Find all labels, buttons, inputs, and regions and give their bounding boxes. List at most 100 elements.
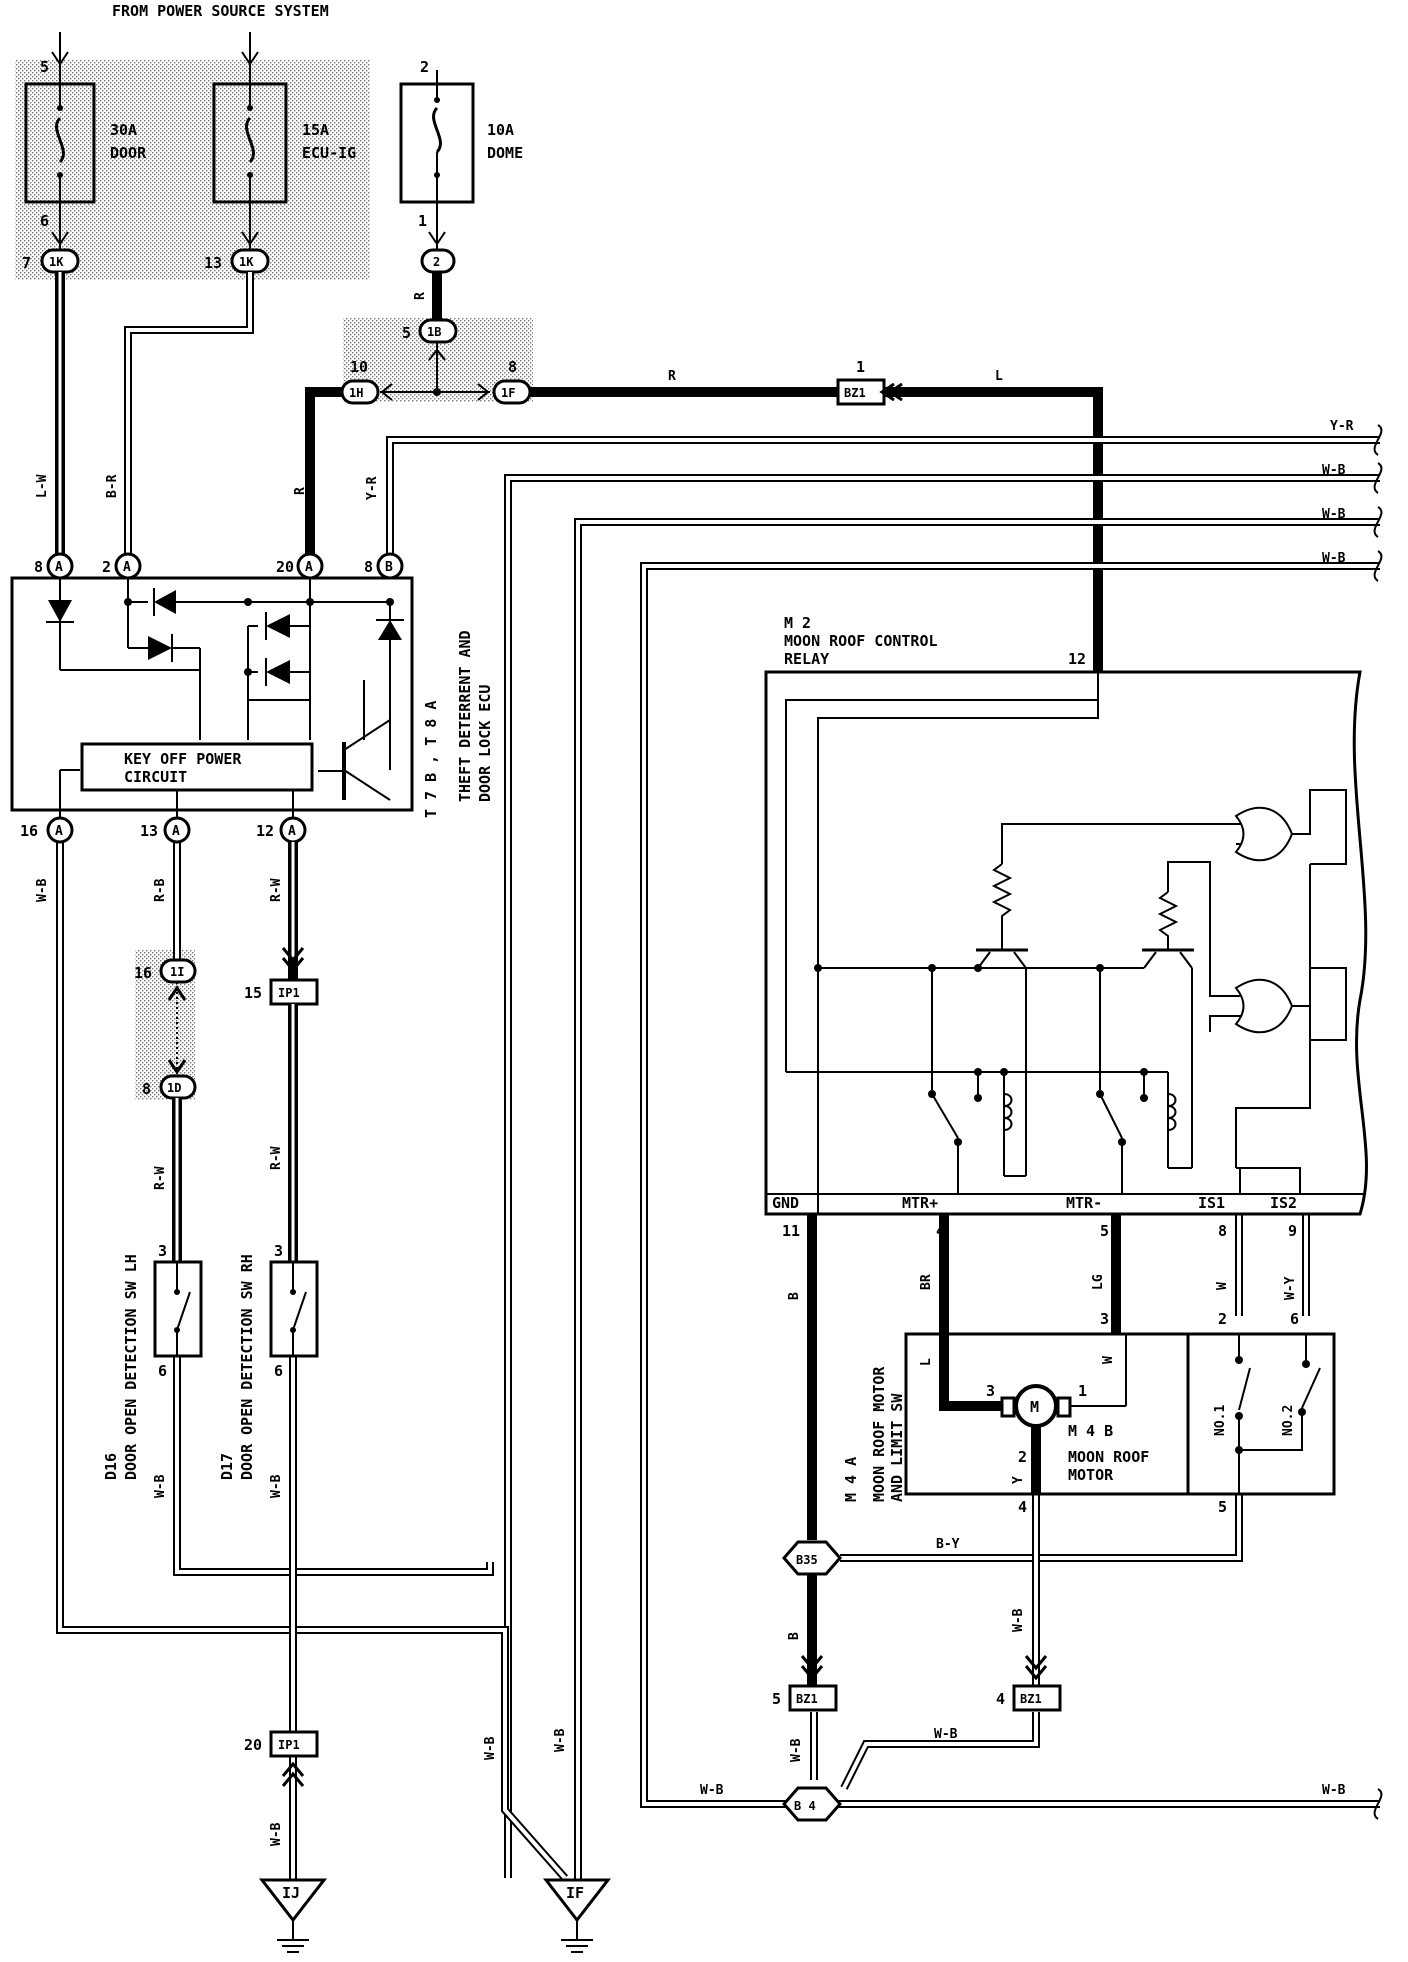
motor-switch1: NO.1: [1213, 1405, 1228, 1436]
ecu-pin-16a-conn: A: [55, 824, 63, 839]
wire-label-lg: LG: [1091, 1274, 1106, 1290]
motor-pin-3b: 3: [1100, 1310, 1109, 1328]
connector-bz1-top: [836, 378, 886, 406]
connector-1b-pin: 5: [402, 324, 411, 342]
ecu-pin-8b-conn: B: [385, 560, 393, 575]
fuse-30a-name: DOOR: [110, 144, 147, 162]
relay-pin-5: 5: [1100, 1222, 1109, 1240]
wire-label-l1: L: [995, 369, 1003, 384]
connector-1i-pin: 16: [134, 964, 152, 982]
wire-label-wb-right1: W-B: [1322, 463, 1346, 478]
motor-pin-5: 5: [1218, 1498, 1227, 1516]
fuse-30a-pin-in: 5: [40, 58, 49, 76]
connector-1d-id: 1D: [167, 1081, 181, 1095]
motor-block: [904, 1332, 1336, 1496]
connector-bz1-top-pin: 1: [856, 358, 865, 376]
ecu-pin-20a-conn: A: [305, 560, 313, 575]
motor-symbol: M: [1030, 1398, 1039, 1416]
motor-pin-3a: 3: [986, 1382, 995, 1400]
relay-pin-in: 12: [1068, 650, 1086, 668]
ecu-pin-8a-num: 8: [34, 558, 43, 576]
wire-label-b1: B: [787, 1292, 802, 1300]
wire-1h-to-ecu: [305, 387, 342, 560]
connector-ip1-top-id: IP1: [278, 986, 300, 1000]
fuse-10a-pin-out: 1: [418, 212, 427, 230]
ecu-body: [10, 576, 414, 820]
switch-d17: [269, 1260, 319, 1358]
connector-bz1-left-id: BZ1: [796, 1692, 818, 1706]
switch-d17-label: DOOR OPEN DETECTION SW RH: [238, 1254, 256, 1480]
motor-pin-2b: 2: [1018, 1448, 1027, 1466]
ecu-pin-16a-num: 16: [20, 822, 38, 840]
wire-label-wb-left: W-B: [35, 878, 50, 902]
ecu-circuit-line2: CIRCUIT: [124, 768, 187, 786]
wire-label-br2: BR: [919, 1274, 934, 1290]
ecu-pin-8a-conn: A: [55, 560, 63, 575]
ecu-pins-top: [46, 552, 404, 580]
connector-b4: [782, 1786, 842, 1822]
fuse-30a-pin-out: 6: [40, 212, 49, 230]
connector-1h-pin: 10: [350, 358, 368, 376]
wire-label-wb-bz1c: W-B: [789, 1738, 804, 1762]
motor-switch2: NO.2: [1281, 1405, 1296, 1436]
wire-label-y: Y: [1011, 1476, 1026, 1484]
connector-bz1-right: [1012, 1684, 1062, 1712]
ecu-pin-2a-conn: A: [123, 560, 131, 575]
wire-label-b2: B: [787, 1632, 802, 1640]
connector-b4-id: B 4: [794, 1799, 816, 1813]
ecu-pin-20a-num: 20: [276, 558, 294, 576]
wire-label-wb-b4: W-B: [700, 1783, 724, 1798]
ecu-pin-12a-num: 12: [256, 822, 274, 840]
motor-label-b2: MOTOR: [1068, 1466, 1114, 1484]
wire-label-wb-bz1: W-B: [1011, 1608, 1026, 1632]
ecu-pins-bottom: [46, 816, 307, 844]
connector-b35: [782, 1540, 842, 1576]
connector-1k-b-pin: 13: [204, 254, 222, 272]
switch-d16-pin-top: 3: [158, 1242, 167, 1260]
relay-line1: MOON ROOF CONTROL: [784, 632, 938, 650]
relay-term-gnd: GND: [772, 1194, 799, 1212]
wire-label-rw1: R-W: [269, 878, 284, 902]
connector-b35-id: B35: [796, 1553, 818, 1567]
wire-label-wb-b4-right: W-B: [1322, 1783, 1346, 1798]
switch-d16-ref: D16: [102, 1453, 120, 1480]
connector-1i-id: 1I: [170, 965, 184, 979]
wire-label-wy: W-Y: [1283, 1276, 1298, 1300]
wire-label-wb-d16: W-B: [153, 1474, 168, 1498]
ground-ij: [258, 1878, 328, 1953]
motor-ref-b: M 4 B: [1068, 1422, 1113, 1440]
switch-d16-label: DOOR OPEN DETECTION SW LH: [122, 1254, 140, 1480]
ecu-pin-13a-conn: A: [172, 824, 180, 839]
relay-term-is1: IS1: [1198, 1194, 1225, 1212]
wire-label-lw: L-W: [35, 474, 50, 498]
connector-bz1-right-id: BZ1: [1020, 1692, 1042, 1706]
connector-1h-id: 1H: [349, 386, 363, 400]
wire-label-wb-ij: W-B: [269, 1822, 284, 1846]
switch-d17-pin-top: 3: [274, 1242, 283, 1260]
ground-if: [542, 1878, 612, 1953]
connector-1f-id: 1F: [501, 386, 515, 400]
connector-1k-a-pin: 7: [22, 254, 31, 272]
connector-ip1-bot-pin: 20: [244, 1736, 262, 1754]
ecu-name-line2: DOOR LOCK ECU: [476, 685, 494, 802]
connector-ip1-top-pin: 15: [244, 984, 262, 1002]
switch-d16: [153, 1260, 203, 1358]
connector-bz1-right-pin: 4: [996, 1690, 1005, 1708]
ecu-pin-13a-num: 13: [140, 822, 158, 840]
wire-label-rb: R-B: [153, 878, 168, 902]
connector-bz1-left: [788, 1684, 838, 1712]
fuse-30a-door: [24, 32, 96, 250]
fuse-10a-dome: [399, 70, 475, 250]
connector-ip1-bot: [269, 1730, 319, 1758]
ecu-pin-8b-num: 8: [364, 558, 373, 576]
double-wires: [56, 272, 1380, 1881]
wire-label-r2: R: [293, 487, 308, 495]
fuse-10a-amp: 10A: [487, 121, 514, 139]
wire-label-w2: W: [1101, 1356, 1116, 1364]
connector-1k-b-id: 1K: [239, 255, 254, 269]
wire-label-br1: B-R: [105, 474, 120, 498]
relay-term-is2: IS2: [1270, 1194, 1297, 1212]
wire-label-l2: L: [919, 1358, 934, 1366]
motor-label-a1: MOON ROOF MOTOR: [870, 1366, 888, 1502]
switch-d16-pin-bot: 6: [158, 1362, 167, 1380]
